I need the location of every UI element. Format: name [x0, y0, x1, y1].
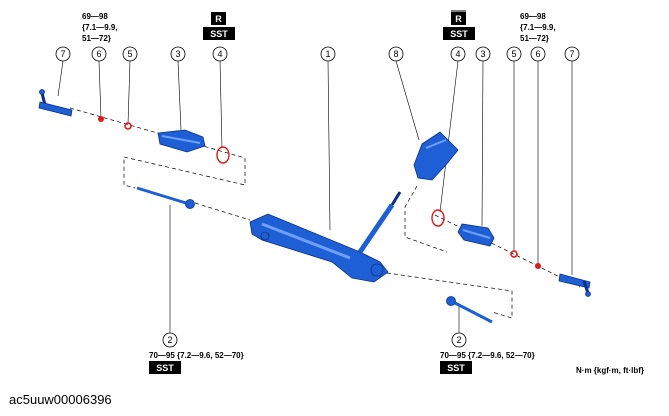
badge-r-right-text: R: [455, 14, 462, 24]
tie-rod-left: [136, 186, 195, 209]
badge-sst-left-text: SST: [210, 29, 228, 39]
washer-left: [124, 122, 132, 130]
badge-sst-right: SST: [443, 27, 475, 40]
torque-right-line2: {7.1—9.9,: [520, 23, 556, 32]
callout-8-num: 8: [393, 49, 398, 59]
badge-sst-right-text: SST: [450, 29, 468, 39]
steering-gear-housing: [249, 191, 402, 283]
torque-right-line1: 69—98: [520, 12, 546, 21]
leader-lines: [57, 60, 573, 333]
callout-3-right-num: 3: [480, 49, 485, 59]
callout-1-num: 1: [325, 49, 330, 59]
torque-right-line3: 51—72}: [520, 34, 549, 43]
callout-2-left-num: 2: [167, 335, 172, 345]
callout-6-right-num: 6: [535, 49, 540, 59]
tie-rod-right: [446, 296, 493, 324]
callout-7-left-num: 7: [60, 49, 65, 59]
torque-spec-bottom-right: 70—95 {7.2—9.6, 52—70} SST: [440, 351, 535, 374]
callout-3-left-num: 3: [175, 49, 180, 59]
torque-bottom-left-text: 70—95 {7.2—9.6, 52—70}: [149, 351, 244, 360]
torque-spec-left-top: 69—98 {7.1—9.9, 51—72}: [82, 12, 118, 43]
locknut-right: [535, 263, 541, 269]
callout-5-left-num: 5: [127, 49, 132, 59]
torque-spec-right-top: 69—98 {7.1—9.9, 51—72}: [520, 12, 556, 43]
callout-4-left-num: 4: [217, 49, 222, 59]
badge-r-left-text: R: [215, 14, 222, 24]
boot-left: [157, 129, 206, 153]
dashed-assembly-lines: [69, 107, 581, 319]
tie-rod-end-right: [558, 273, 591, 297]
callout-2-right-num: 2: [456, 335, 461, 345]
badge-r-right: R: [451, 10, 466, 25]
badge-sst-bottom-left-text: SST: [156, 363, 174, 373]
callout-6-left-num: 6: [96, 49, 101, 59]
units-label: N·m {kgf·m, ft·lbf}: [576, 366, 644, 375]
callout-5-right-num: 5: [511, 49, 516, 59]
boot-right: [457, 223, 495, 247]
boot-clamp-left: [216, 146, 230, 164]
torque-left-line1: 69—98: [82, 12, 108, 21]
washer-right: [510, 250, 518, 258]
boot-clamp-right: [431, 209, 445, 227]
callout-4-right-num: 4: [455, 49, 460, 59]
tie-rod-end-left: [38, 89, 73, 117]
badge-sst-bottom-right-text: SST: [447, 363, 465, 373]
image-caption: ac5uuw00006396: [9, 392, 112, 407]
torque-bottom-right-text: 70—95 {7.2—9.6, 52—70}: [440, 351, 535, 360]
locknut-left: [98, 116, 104, 122]
badge-r-left: R: [211, 12, 226, 25]
callout-7-right-num: 7: [569, 49, 574, 59]
torque-left-line2: {7.1—9.9,: [82, 23, 118, 32]
torque-spec-bottom-left: 70—95 {7.2—9.6, 52—70} SST: [149, 351, 244, 374]
badge-sst-left: SST: [203, 27, 235, 40]
torque-left-line3: 51—72}: [82, 34, 111, 43]
steering-shaft-seal: [413, 131, 459, 181]
